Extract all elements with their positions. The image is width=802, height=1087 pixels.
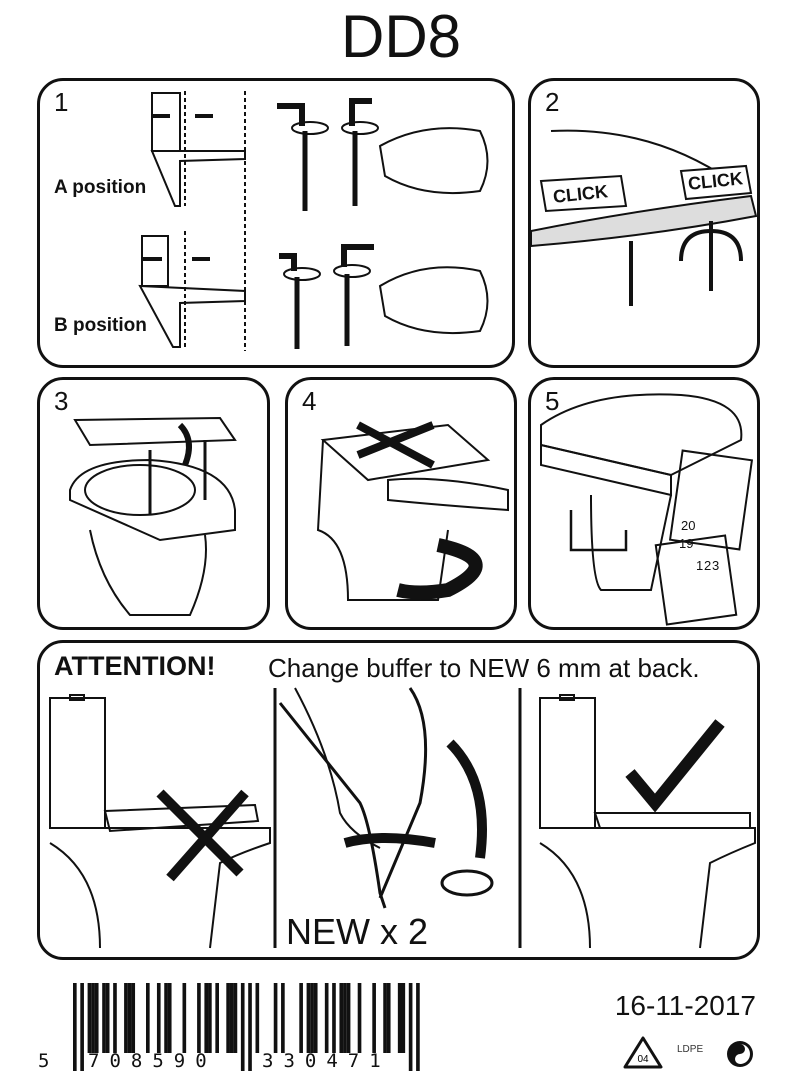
page-number: 1 <box>696 558 704 573</box>
recycle-code: 04 <box>637 1054 649 1065</box>
barcode-bar <box>310 983 314 1053</box>
barcode-bar <box>357 983 362 1053</box>
barcode-bar <box>313 983 318 1053</box>
barcode-bar <box>383 983 387 1053</box>
barcode-bar <box>105 983 110 1053</box>
barcode-bar <box>372 983 376 1053</box>
barcode-bar <box>299 983 303 1053</box>
b-position-label: B position <box>54 315 147 336</box>
checkmark-icon <box>625 719 725 813</box>
barcode-bar <box>306 983 311 1053</box>
barcode-bar <box>73 983 77 1071</box>
barcode-bar <box>226 983 230 1053</box>
page-number: 3 <box>712 558 720 573</box>
barcode-bar <box>416 983 420 1071</box>
attention-illustration <box>49 687 756 949</box>
barcode-bar <box>386 983 391 1053</box>
barcode-bar <box>248 983 252 1071</box>
step-2-panel: 2 CLICK CLICK <box>528 78 760 368</box>
barcode-bar <box>397 983 402 1053</box>
barcode-bar <box>197 983 201 1053</box>
barcode-digits-left: 708590 <box>88 1050 217 1072</box>
step-3-illustration <box>69 416 237 616</box>
step-2-illustration <box>531 129 757 306</box>
step-3-panel: 3 <box>37 377 270 630</box>
barcode-bar <box>204 983 209 1053</box>
barcode-bar <box>273 983 278 1053</box>
barcode-bar <box>91 983 95 1053</box>
barcode-bar <box>113 983 117 1053</box>
recycle-triangle-icon: 04 <box>623 1036 663 1069</box>
page-title: DD8 <box>340 3 462 70</box>
barcode-bar <box>215 983 219 1053</box>
step-number: 3 <box>54 386 69 416</box>
date: 16-11-2017 <box>614 990 756 1021</box>
barcode-bar <box>408 983 413 1071</box>
barcode-bar <box>102 983 106 1053</box>
barcode-bar <box>233 983 238 1053</box>
barcode-bar <box>87 983 92 1053</box>
step-1-illustration <box>138 91 489 351</box>
barcode-bar <box>94 983 99 1053</box>
barcode-bar <box>401 983 406 1053</box>
attention-panel: ATTENTION! Change buffer to NEW 6 mm at … <box>37 640 760 960</box>
barcode-bar <box>240 983 245 1071</box>
step-1-panel: 1 A position B position <box>37 78 515 368</box>
step-4-panel: 4 <box>285 377 517 630</box>
barcode-bar <box>167 983 172 1053</box>
page-number: 20 <box>681 518 696 533</box>
step-number: 2 <box>545 87 560 117</box>
barcode-bar <box>332 983 336 1053</box>
barcode-bar <box>343 983 347 1053</box>
step-5-panel: 5 20 19 1 2 3 <box>528 377 760 630</box>
barcode-digits-right: 330471 <box>262 1050 391 1072</box>
barcode-bar <box>124 983 128 1053</box>
barcode-bar <box>182 983 187 1053</box>
barcode-bar <box>324 983 329 1053</box>
barcode-digit-first: 5 <box>38 1050 50 1072</box>
cross-icon <box>156 789 249 882</box>
step-4-illustration <box>316 421 509 601</box>
barcode-bar <box>156 983 161 1053</box>
a-position-label: A position <box>54 177 147 198</box>
barcode-bar <box>131 983 136 1053</box>
attention-message: Change buffer to NEW 6 mm at back. <box>268 653 700 683</box>
barcode-bar <box>80 983 84 1071</box>
barcode-bar <box>127 983 132 1053</box>
green-dot-icon <box>727 1041 753 1067</box>
barcode <box>73 983 420 1071</box>
step-5-illustration <box>540 393 754 626</box>
barcode-bar <box>346 983 351 1053</box>
barcode-bar <box>208 983 212 1053</box>
page-number: 19 <box>679 536 694 551</box>
step-number: 4 <box>302 386 317 416</box>
barcode-bar <box>281 983 285 1053</box>
page-number: 2 <box>704 558 712 573</box>
barcode-bar <box>255 983 260 1053</box>
barcode-bar <box>146 983 150 1053</box>
barcode-bar <box>164 983 168 1053</box>
new-buffer-label: NEW x 2 <box>286 911 429 952</box>
barcode-bar <box>339 983 344 1053</box>
attention-heading: ATTENTION! <box>54 651 216 681</box>
step-number: 1 <box>54 87 69 117</box>
barcode-bar <box>229 983 234 1053</box>
step-number: 5 <box>545 386 560 416</box>
material-label: LDPE <box>677 1044 704 1055</box>
